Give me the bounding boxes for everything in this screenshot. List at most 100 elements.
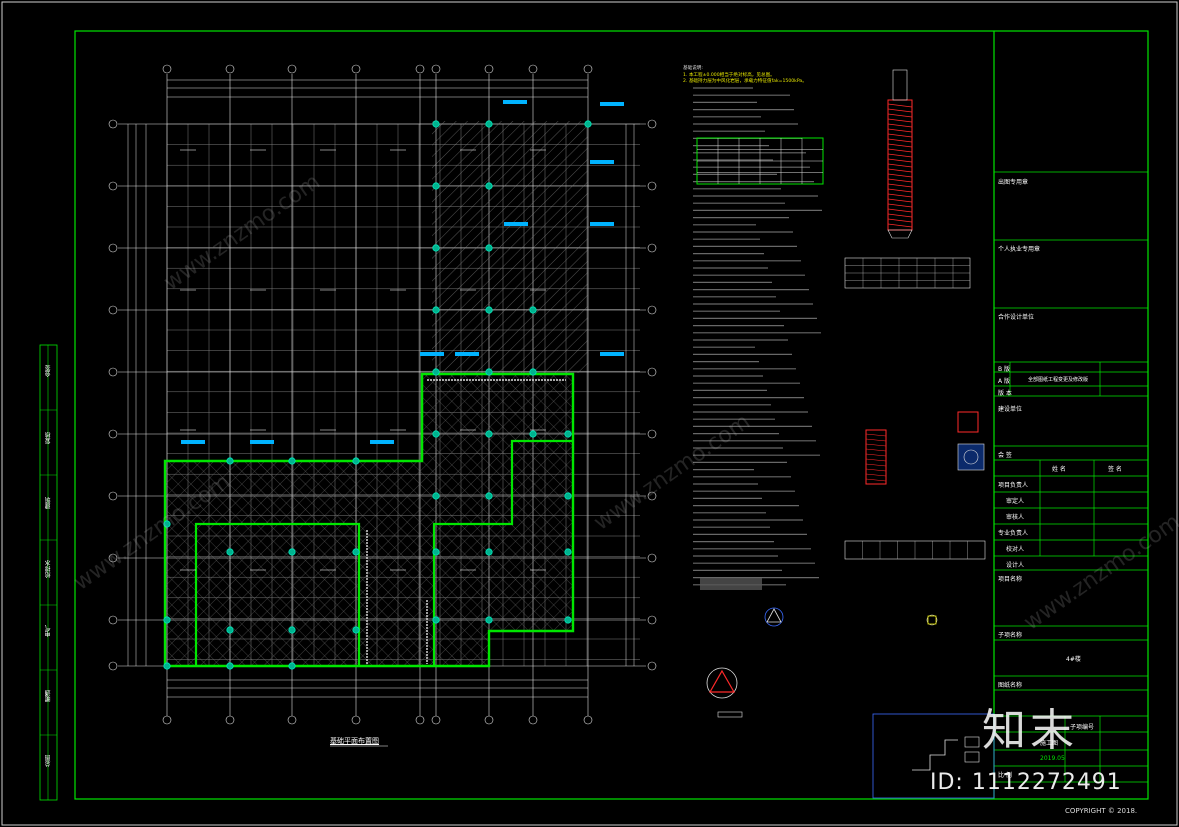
axis-bubble bbox=[287, 715, 297, 725]
id-badge: ID: 1112272491 bbox=[930, 770, 1122, 795]
pile-tag bbox=[600, 102, 624, 106]
pile-circle-triangle bbox=[708, 669, 736, 693]
pile-marker bbox=[226, 662, 234, 670]
axis-bubble bbox=[108, 243, 118, 253]
tb-review-stage: 施工图 bbox=[1040, 740, 1059, 747]
strip-label-5: 暖通 bbox=[45, 690, 52, 702]
tb-cert-label: 出图专用章 bbox=[998, 179, 1029, 186]
pile-marker bbox=[485, 548, 493, 556]
tb-sub-name-label: 子项名称 bbox=[998, 632, 1023, 639]
drawing-frame bbox=[74, 30, 1149, 800]
notes-highlight-1: 1. 本工程±0.000相当于绝对标高，见总图。 bbox=[683, 72, 775, 78]
axis-bubble bbox=[647, 661, 657, 671]
pile-marker bbox=[352, 626, 360, 634]
pile-marker bbox=[564, 548, 572, 556]
tb-rev-a-value: 全部图纸工程变更及修改版 bbox=[1028, 377, 1089, 383]
pile-marker bbox=[163, 520, 171, 528]
strip-label-2: 建筑 bbox=[45, 497, 52, 509]
axis-bubble bbox=[225, 64, 235, 74]
tb-signer-3: 专业负责人 bbox=[998, 530, 1029, 537]
stair-box bbox=[964, 736, 980, 748]
pile-marker bbox=[226, 548, 234, 556]
pile-stirrup bbox=[887, 178, 913, 183]
tb-date-value: 2019.05 bbox=[1040, 755, 1065, 762]
pile-stirrup bbox=[887, 128, 913, 133]
axis-bubble bbox=[583, 715, 593, 725]
tb-coop-label: 合作设计单位 bbox=[998, 314, 1035, 321]
pile-marker bbox=[485, 182, 493, 190]
stair-box bbox=[964, 751, 980, 763]
pile-stirrup bbox=[887, 173, 913, 178]
axis-bubble bbox=[647, 553, 657, 563]
foundation-inner-lines bbox=[194, 374, 573, 666]
cap-plan bbox=[957, 443, 985, 471]
axis-bubble bbox=[647, 367, 657, 377]
title-block-grid bbox=[994, 171, 1148, 783]
axis-bubble bbox=[415, 64, 425, 74]
pile-marker bbox=[288, 662, 296, 670]
pile-marker bbox=[432, 616, 440, 624]
pile-marker bbox=[432, 120, 440, 128]
pile-stirrup bbox=[887, 168, 913, 173]
pile-marker bbox=[288, 548, 296, 556]
pile-marker bbox=[432, 182, 440, 190]
pile-marker bbox=[584, 120, 592, 128]
pile-marker bbox=[485, 244, 493, 252]
pile-tag bbox=[370, 440, 394, 444]
axis-bubble bbox=[108, 661, 118, 671]
cap-stirrup bbox=[865, 458, 887, 462]
pile-stirrup bbox=[887, 153, 913, 158]
tb-sheet-no-label: 子项编号 bbox=[1070, 724, 1095, 731]
plan-title: 基础平面布置图 bbox=[330, 737, 379, 745]
tb-version-label: 版 本 bbox=[998, 390, 1012, 397]
cap-stirrup bbox=[865, 438, 887, 442]
tb-signer-1: 审定人 bbox=[1006, 498, 1025, 505]
pile-tag bbox=[600, 352, 624, 356]
axis-bubble bbox=[647, 305, 657, 315]
pile-label-box bbox=[717, 711, 743, 718]
axis-bubble bbox=[108, 367, 118, 377]
upper-hatch-area bbox=[432, 121, 588, 373]
tb-signer-0: 项目负责人 bbox=[998, 482, 1029, 489]
axis-bubble bbox=[647, 615, 657, 625]
axis-bubble bbox=[108, 429, 118, 439]
pile-marker bbox=[485, 492, 493, 500]
axis-bubble bbox=[351, 715, 361, 725]
foundation-hatch bbox=[165, 374, 573, 666]
pile-marker bbox=[564, 616, 572, 624]
cap-stirrup bbox=[865, 433, 887, 437]
axis-bubble bbox=[647, 243, 657, 253]
axis-bubble bbox=[108, 305, 118, 315]
axis-bubble bbox=[108, 491, 118, 501]
pile-marker bbox=[529, 306, 537, 314]
pile-stirrup bbox=[887, 208, 913, 213]
pile-stirrup bbox=[887, 138, 913, 143]
pile-marker bbox=[432, 430, 440, 438]
axis-bubble bbox=[225, 715, 235, 725]
pile-stirrup bbox=[887, 108, 913, 113]
pile-tag bbox=[504, 222, 528, 226]
axis-bubble bbox=[287, 64, 297, 74]
pile-marker bbox=[352, 457, 360, 465]
tb-signer-2: 审核人 bbox=[1006, 514, 1025, 521]
pile-tag bbox=[590, 222, 614, 226]
tb-unit-label: 建设单位 bbox=[998, 406, 1023, 413]
axis-bubble bbox=[415, 715, 425, 725]
pile-marker bbox=[163, 616, 171, 624]
notes-highlight-2: 2. 基础持力层为中风化岩层，承载力特征值fak=1500kPa。 bbox=[683, 79, 807, 85]
design-notes: 基础说明: 1. 本工程±0.000相当于绝对标高，见总图。 2. 基础持力层为… bbox=[683, 66, 807, 86]
pile-stirrup bbox=[887, 113, 913, 118]
strip-label-1: 复核 bbox=[45, 432, 52, 444]
anchor-box bbox=[927, 615, 937, 625]
cap-plan-circle bbox=[963, 449, 979, 465]
tb-drawing-name-label: 图纸名称 bbox=[998, 682, 1023, 689]
cap-stirrup bbox=[865, 453, 887, 457]
pile-base bbox=[887, 229, 913, 239]
axis-bubble bbox=[647, 429, 657, 439]
cap-stirrup bbox=[865, 478, 887, 482]
pile-marker bbox=[226, 626, 234, 634]
cap-detail bbox=[865, 429, 887, 485]
